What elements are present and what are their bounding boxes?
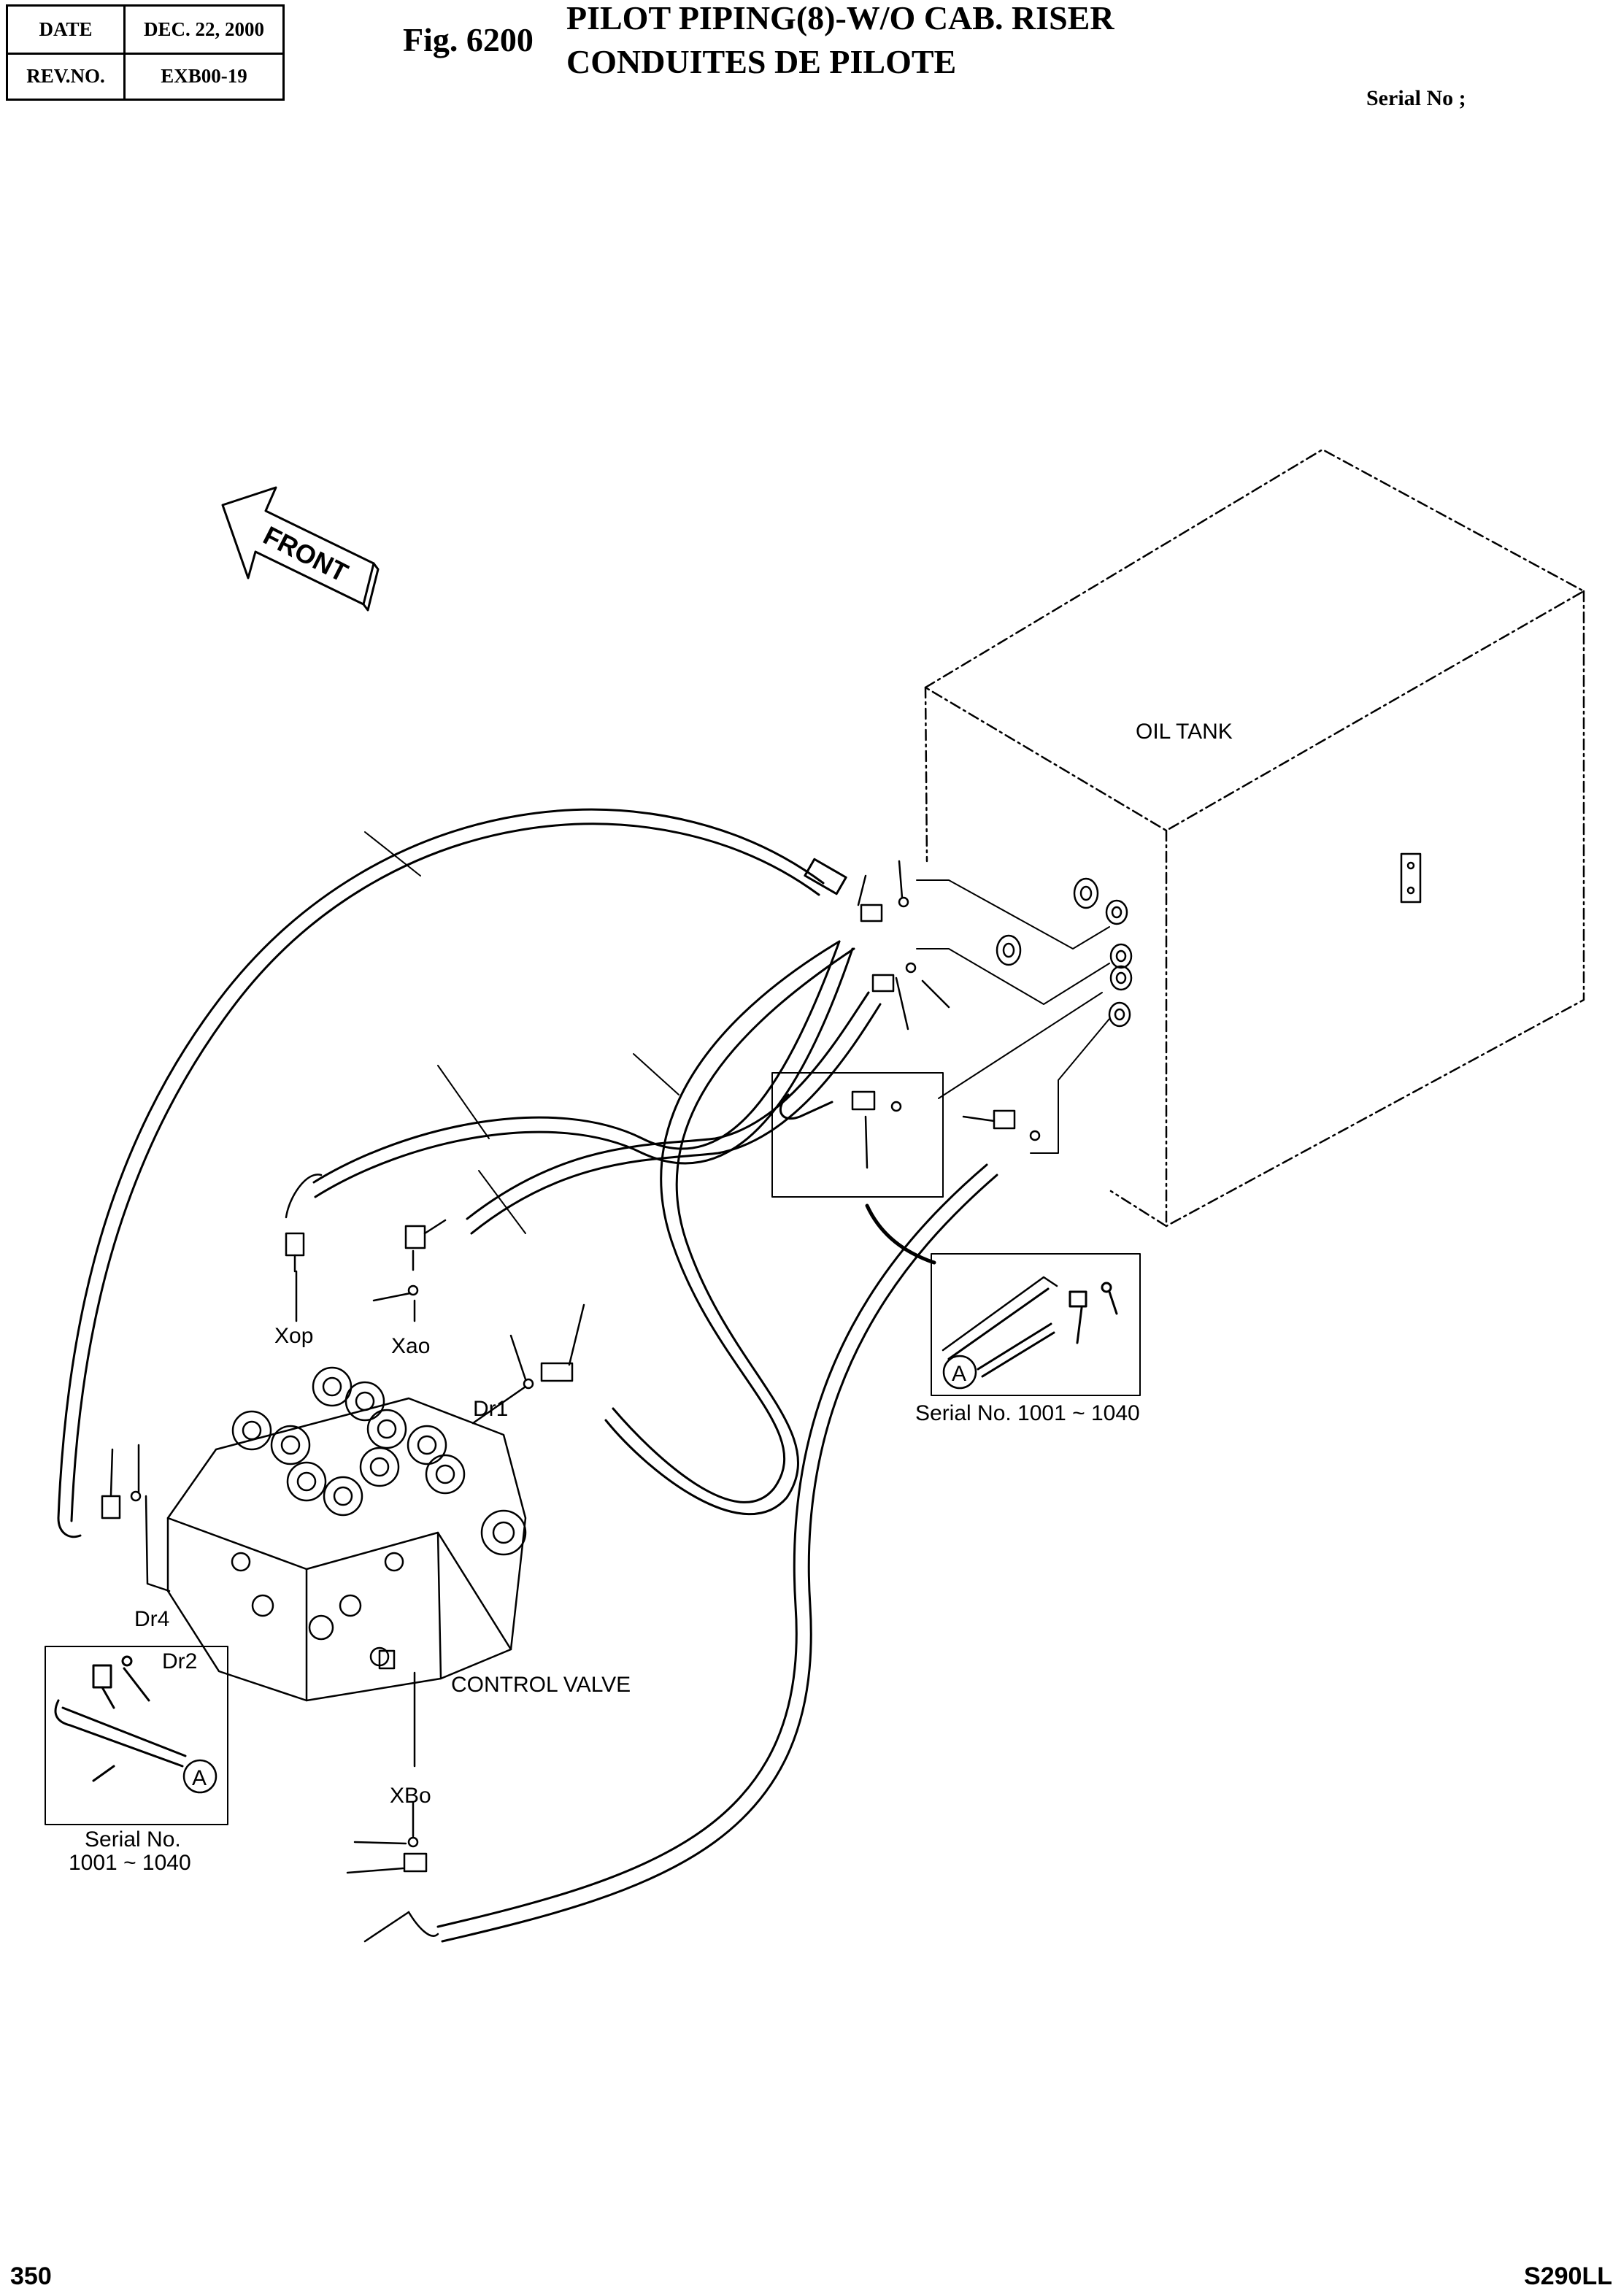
port-fittings xyxy=(101,1174,585,1943)
hose-end-fitting xyxy=(804,858,847,895)
port-label-xbo: XBo xyxy=(390,1784,431,1808)
port-label-xop: Xop xyxy=(274,1324,313,1348)
rev-value: EXB00-19 xyxy=(161,65,247,87)
oil-tank xyxy=(924,448,1585,1228)
serial-note-left-line1: Serial No. xyxy=(85,1827,181,1852)
tank-connection-lines xyxy=(916,879,1110,1154)
detail-marker-right: A xyxy=(952,1362,966,1386)
rev-row: REV.NO. EXB00-19 xyxy=(8,53,282,99)
date-row: DATE DEC. 22, 2000 xyxy=(8,7,282,55)
hose-loop xyxy=(604,940,855,1515)
figure-number: Fig. 6200 xyxy=(403,21,534,58)
hose-bundle-upper xyxy=(312,940,882,1235)
part-leader-lines xyxy=(364,831,679,1234)
title-english: PILOT PIPING(8)-W/O CAB. RISER xyxy=(566,0,1114,36)
detail-marker-left: A xyxy=(192,1766,207,1790)
elbow-fitting xyxy=(779,1093,833,1120)
serial-note-left-line2: 1001 ~ 1040 xyxy=(69,1851,191,1875)
hose-elbow xyxy=(57,1517,82,1538)
port-label-dr4: Dr4 xyxy=(134,1607,169,1631)
page-number: 350 xyxy=(10,2262,52,2290)
model-code: S290LL xyxy=(1524,2262,1612,2290)
title-french: CONDUITES DE PILOTE xyxy=(566,43,957,80)
tank-bracket xyxy=(1400,852,1422,904)
control-valve-label: CONTROL VALVE xyxy=(451,1673,631,1697)
rev-label: REV.NO. xyxy=(8,53,126,99)
serial-number-header: Serial No ; xyxy=(1366,86,1466,110)
date-value: DEC. 22, 2000 xyxy=(143,18,264,40)
detail-leader xyxy=(865,1203,936,1265)
detail-frame-upper xyxy=(771,1072,944,1198)
date-label: DATE xyxy=(8,7,126,53)
port-label-dr2: Dr2 xyxy=(162,1649,197,1673)
hose-lower-return xyxy=(436,1163,998,1943)
oil-tank-label: OIL TANK xyxy=(1136,720,1233,744)
port-label-dr1: Dr1 xyxy=(473,1397,508,1421)
detail-a-left: A xyxy=(45,1646,228,1825)
control-valve-body xyxy=(166,1366,527,1702)
revision-info-table: DATE DEC. 22, 2000 REV.NO. EXB00-19 xyxy=(6,4,285,101)
serial-note-right: Serial No. 1001 ~ 1040 xyxy=(915,1401,1140,1425)
tank-ports xyxy=(996,877,1133,1028)
hose-outer-arc xyxy=(57,808,825,1522)
front-direction-arrow: FRONT xyxy=(221,486,380,612)
port-label-xao: Xao xyxy=(391,1334,430,1358)
detail-a-right: A xyxy=(931,1253,1141,1396)
tank-fittings xyxy=(851,860,1041,1169)
